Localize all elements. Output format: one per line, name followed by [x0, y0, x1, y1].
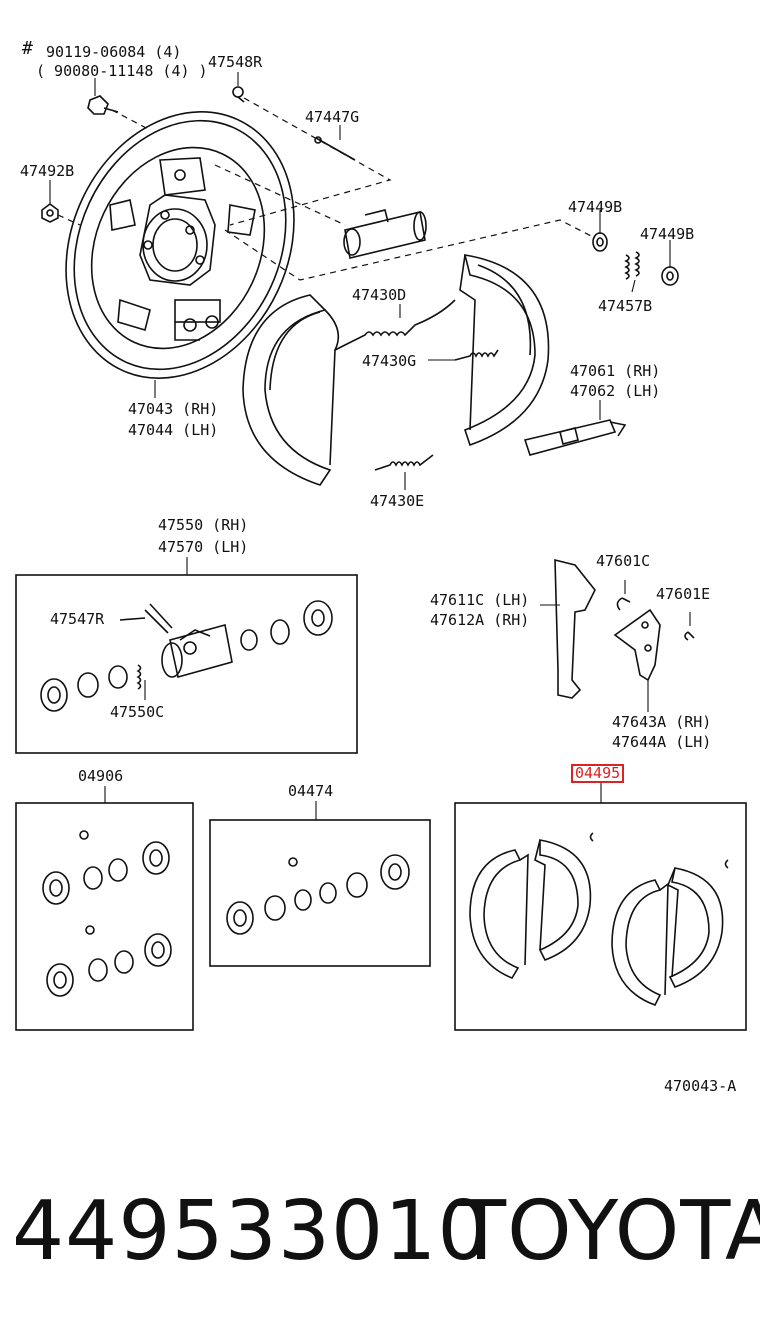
label-47601E: 47601E — [656, 585, 711, 603]
cup-seal-set-47550C — [40, 600, 333, 712]
label-47430E: 47430E — [370, 492, 425, 510]
label-47570: 47570 (LH) — [158, 538, 249, 556]
label-47449B-1: 47449B — [568, 198, 623, 216]
label-47548R: 47548R — [208, 53, 263, 71]
label-47611C: 47611C (LH) — [430, 591, 530, 609]
label-47644A: 47644A (LH) — [612, 733, 712, 751]
label-47492B: 47492B — [20, 162, 75, 180]
label-04906: 04906 — [78, 767, 124, 785]
pushrod-47447G — [314, 136, 356, 161]
label-04474: 04474 — [288, 782, 334, 800]
spring-47430E — [374, 454, 434, 471]
label-47430D: 47430D — [352, 286, 407, 304]
wheel-cylinder — [343, 209, 427, 259]
adjuster-47061 — [523, 419, 627, 456]
hash-mark: # — [22, 38, 33, 59]
box-04906 — [15, 802, 194, 1031]
label-47457B: 47457B — [598, 297, 653, 315]
wheel-cylinder-47550 — [161, 624, 233, 678]
spring-47457B — [624, 251, 640, 280]
label-47043: 47043 (RH) — [128, 400, 219, 418]
label-04495-highlighted: 04495 — [571, 764, 625, 783]
label-47547R: 47547R — [50, 610, 105, 628]
box-04495 — [454, 802, 747, 1031]
boot-47449B — [592, 232, 608, 252]
clip-47601E — [684, 612, 695, 641]
spring-47430D — [334, 299, 456, 351]
backing-plate — [65, 111, 295, 379]
plug-47548R — [232, 86, 245, 103]
box-04474 — [209, 819, 431, 967]
label-47061: 47061 (RH) — [570, 362, 661, 380]
brake-shoe-right — [459, 254, 550, 447]
label-90119-06084: 90119-06084 (4) — [46, 43, 182, 61]
bleeder-47547R — [119, 603, 173, 634]
clip-47601C — [616, 580, 631, 611]
cup-47449B — [661, 266, 679, 286]
label-47449B-2: 47449B — [640, 225, 695, 243]
label-47550: 47550 (RH) — [158, 516, 249, 534]
spring-47430G — [454, 349, 499, 361]
label-47550C: 47550C — [110, 703, 165, 721]
label-47430G: 47430G — [362, 352, 417, 370]
label-90080-11148: ( 90080-11148 (4) ) — [36, 62, 208, 80]
nut-47492B — [41, 203, 59, 223]
part-number: 449533010 — [12, 1184, 491, 1279]
brand-name: TOYOTA — [456, 1184, 760, 1279]
strut-47643A — [613, 608, 661, 712]
label-47044: 47044 (LH) — [128, 421, 219, 439]
label-47062: 47062 (LH) — [570, 382, 661, 400]
diagram-reference: 470043-A — [664, 1077, 737, 1095]
parking-lever-47611C — [540, 558, 596, 699]
brake-shoe-left — [242, 294, 340, 486]
box-47550 — [15, 574, 358, 754]
label-47612A: 47612A (RH) — [430, 611, 530, 629]
label-47601C: 47601C — [596, 552, 651, 570]
kit-04474-parts — [226, 854, 410, 935]
kit-04906-parts — [42, 830, 172, 997]
kit-04495-shoes — [469, 832, 729, 1006]
label-47643A: 47643A (RH) — [612, 713, 712, 731]
label-47447G: 47447G — [305, 108, 360, 126]
